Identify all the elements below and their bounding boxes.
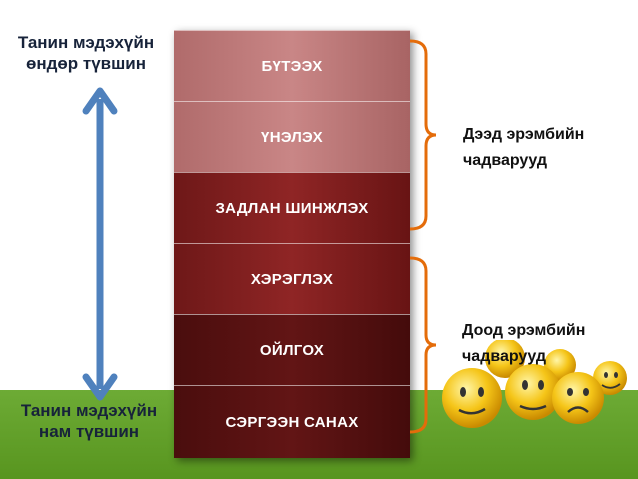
- upper-bracket-icon: [409, 39, 437, 231]
- tier-evaluate: ҮНЭЛЭХ: [174, 101, 410, 172]
- high-level-label: Танин мэдэхүйн өндөр түвшин: [17, 33, 155, 73]
- tier-analyze: ЗАДЛАН ШИНЖЛЭХ: [174, 172, 410, 243]
- lower-bracket-icon: [409, 256, 437, 434]
- taxonomy-stack: БҮТЭЭХ ҮНЭЛЭХ ЗАДЛАН ШИНЖЛЭХ ХЭРЭГЛЭХ ОЙ…: [174, 30, 410, 458]
- low-level-label: Танин мэдэхүйн нам түвшин: [20, 401, 158, 441]
- smiley-faces-icon: [442, 340, 627, 428]
- tier-understand: ОЙЛГОХ: [174, 314, 410, 385]
- tier-create: БҮТЭЭХ: [174, 30, 410, 101]
- tier-remember: СЭРГЭЭН САНАХ: [174, 385, 410, 458]
- upper-skills-label: Дээд эрэмбийн чадварууд: [463, 126, 585, 169]
- lower-skills-label: Доод эрэмбийн чадварууд: [462, 322, 586, 365]
- double-arrow-icon: [82, 87, 118, 401]
- tier-apply: ХЭРЭГЛЭХ: [174, 243, 410, 314]
